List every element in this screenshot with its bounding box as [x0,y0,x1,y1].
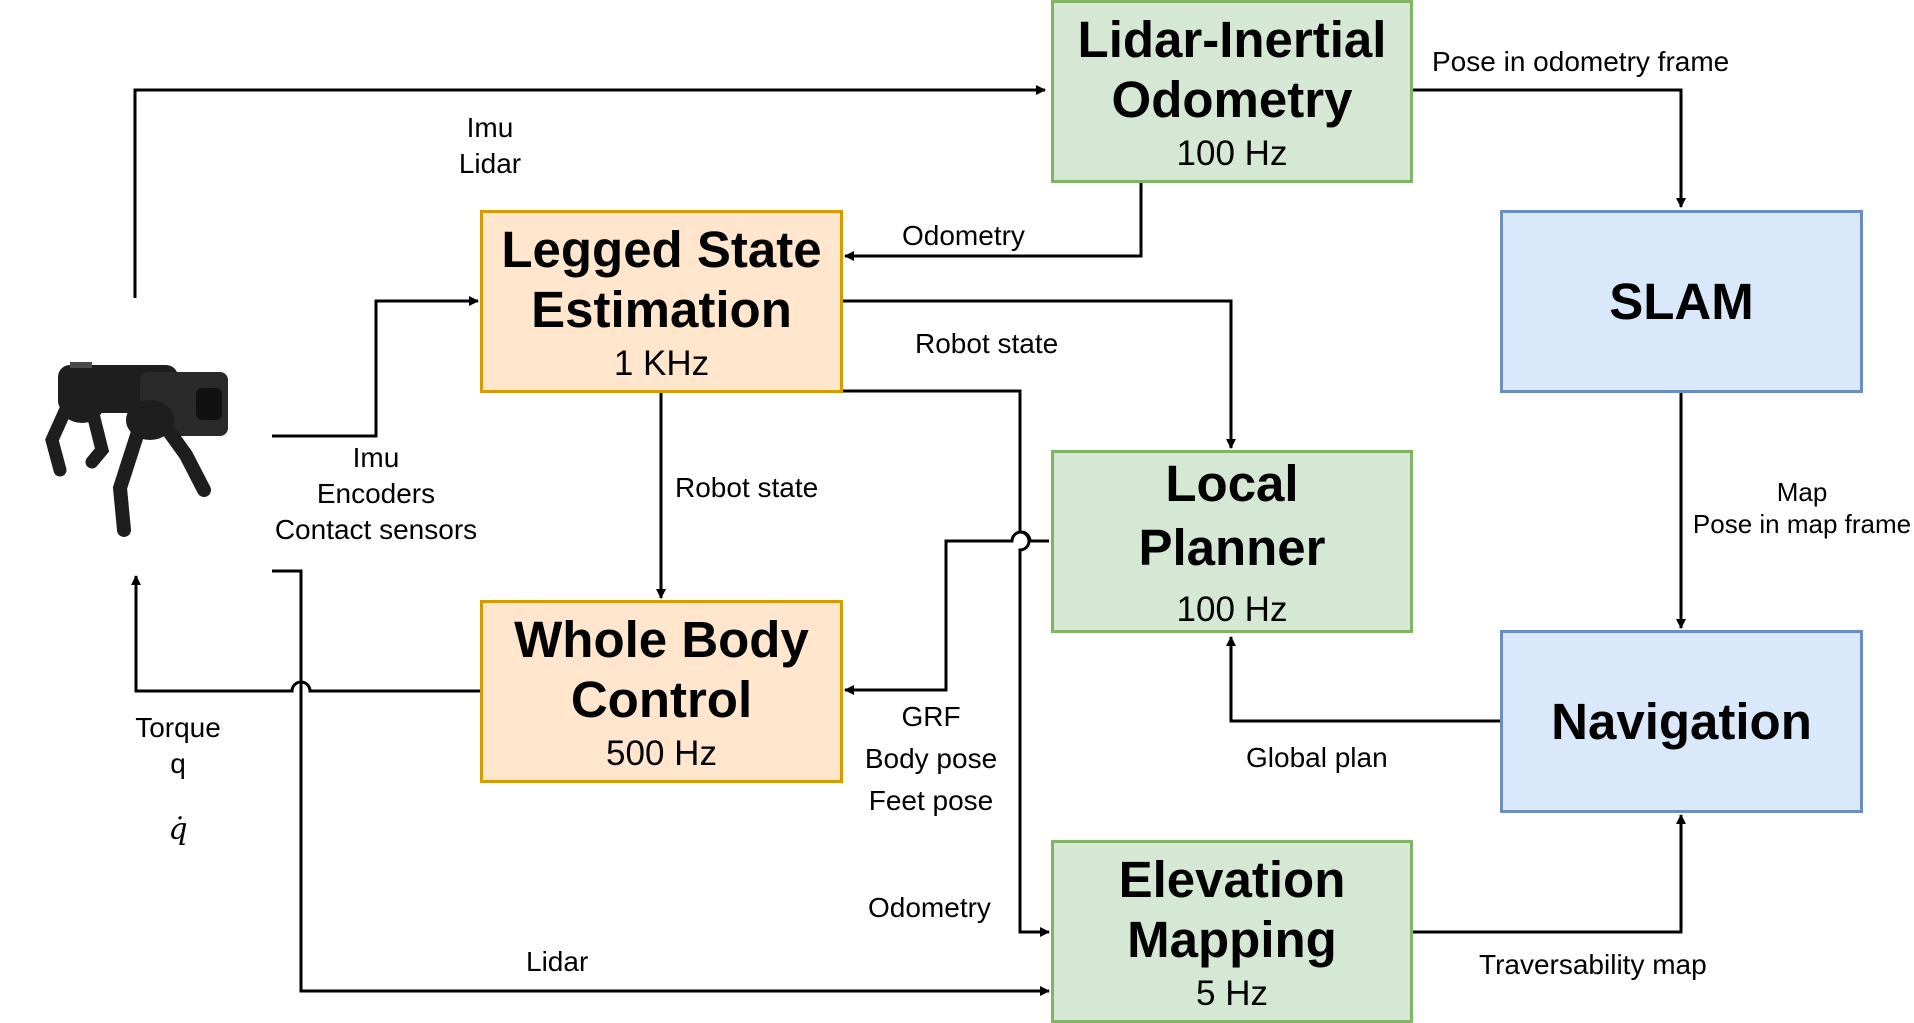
navigation-title: Navigation [1551,692,1812,750]
navigation-node: Navigation [1500,630,1863,813]
edge-navigation-to-planner [1226,636,1500,723]
label-imu-lidar-line-1: Imu [466,112,514,143]
label-encoders: Encoders [316,478,436,509]
label-robot-state-to-planner: Robot state [915,328,1059,359]
label-pose-map-frame: Pose in map frame [1692,509,1912,539]
wbc-title-1: Whole Body [514,611,809,669]
label-traversability-map: Traversability map [1479,949,1707,980]
label-odometry-to-elevation: Odometry [868,892,991,923]
lio-title-2: Odometry [1111,70,1353,128]
edge-lio-to-lse [844,182,1143,261]
elevation-title-1: Elevation [1118,851,1346,909]
label-body-pose: Body pose [864,743,998,774]
elevation-title-2: Mapping [1127,910,1337,968]
edge-robot-to-lio [133,85,1046,298]
label-imu-lidar-line-2: Lidar [458,148,522,179]
label-lidar: Lidar [526,946,589,977]
wbc-title-2: Control [570,670,753,728]
quadruped-robot-icon [45,362,228,537]
wbc-node: Whole Body Control 500 Hz [480,600,843,783]
edge-robot-to-elevation [272,569,1050,996]
label-robot-state-to-wbc: Robot state [675,472,819,503]
label-map: Map [1776,477,1828,507]
edge-lio-to-slam [1411,88,1686,208]
elevation-mapping-node: Elevation Mapping 5 Hz [1051,840,1413,1023]
label-map-pose: Map Pose in map frame [1690,476,1914,540]
edge-elevation-to-navigation [1411,814,1686,934]
label-q: q [170,748,186,779]
label-global-plan: Global plan [1246,742,1388,773]
label-grf: GRF [901,701,961,732]
label-contact-sensors: Contact sensors [274,514,478,545]
label-imu: Imu [352,442,400,473]
label-pose-odometry-frame: Pose in odometry frame [1432,46,1730,77]
edge-wbc-to-robot [131,575,481,693]
edge-lse-to-planner [842,299,1236,449]
wbc-rate: 500 Hz [606,733,717,773]
label-feet-pose: Feet pose [868,785,994,816]
local-planner-rate: 100 Hz [1176,589,1288,629]
local-planner-title-2: Planner [1138,518,1326,576]
label-imu-encoders-contact: Imu Encoders Contact sensors [256,440,496,548]
lse-node: Legged State Estimation 1 KHz [480,210,843,393]
lse-title-2: Estimation [531,280,792,338]
lio-rate: 100 Hz [1176,133,1288,173]
lse-title-1: Legged State [501,221,822,279]
local-planner-title-1: Local [1165,455,1299,513]
elevation-rate: 5 Hz [1196,973,1268,1013]
slam-node: SLAM [1500,210,1863,393]
edge-planner-to-wbc [844,530,1049,695]
label-grf-body-feet: GRF Body pose Feet pose [852,696,1010,822]
edge-robot-to-lse [272,296,479,438]
label-imu-lidar: Imu Lidar [430,110,550,182]
local-planner-node: Local Planner 100 Hz [1051,450,1413,633]
lio-node: Lidar-Inertial Odometry 100 Hz [1051,0,1413,183]
label-torque: Torque [135,712,221,743]
label-torque-q: Torque q [118,710,238,782]
lse-rate: 1 KHz [613,343,710,383]
label-qdot: q̇ [168,812,188,847]
slam-title: SLAM [1609,272,1754,330]
label-odometry-to-lse: Odometry [902,220,1025,251]
lio-title-1: Lidar-Inertial [1077,11,1387,69]
